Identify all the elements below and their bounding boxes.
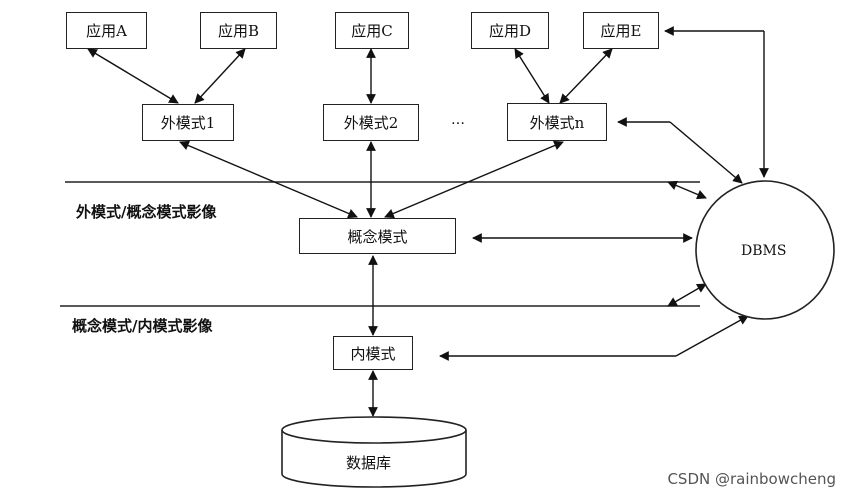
dbms-label: DBMS	[741, 243, 787, 259]
app-d-label: 应用D	[488, 22, 532, 40]
conceptual-schema-label: 概念模式	[347, 227, 408, 246]
external-schema-2-box: 外模式2	[323, 104, 419, 141]
app-c-label: 应用C	[351, 22, 393, 40]
app-a-label: 应用A	[86, 22, 127, 40]
arrow-mapline2-dbms	[667, 283, 707, 307]
arrow-appD-extn	[514, 48, 550, 104]
external-schema-n-box: 外模式n	[507, 103, 607, 141]
database-cylinder	[281, 416, 467, 488]
external-schema-2-label: 外模式2	[343, 114, 399, 132]
arrow-appB-ext1	[194, 48, 246, 104]
arrow-mapline1-dbms	[667, 180, 707, 200]
app-b-box: 应用B	[200, 12, 277, 49]
dbms-circle	[695, 180, 835, 320]
watermark: CSDN @rainbowcheng	[667, 470, 836, 488]
arrow-extn-dbms-diag	[669, 121, 743, 184]
arrow-appE-extn	[559, 48, 613, 104]
database-label: 数据库	[346, 454, 392, 472]
external-schema-1-box: 外模式1	[142, 104, 234, 141]
arrow-internal-dbms-rise	[675, 315, 749, 357]
internal-schema-box: 内模式	[333, 336, 413, 370]
external-schema-1-label: 外模式1	[160, 114, 216, 132]
ellipsis: …	[451, 112, 467, 128]
conceptual-internal-mapping-label: 概念模式/内模式影像	[72, 317, 213, 335]
app-e-box: 应用E	[583, 12, 659, 49]
app-b-label: 应用B	[217, 22, 260, 40]
arrow-ext1-conceptual	[179, 140, 358, 219]
app-a-box: 应用A	[66, 12, 147, 49]
arrow-extn-conceptual	[384, 140, 564, 219]
app-d-box: 应用D	[471, 12, 549, 49]
arrow-appA-ext1	[87, 48, 179, 104]
external-conceptual-mapping-label: 外模式/概念模式影像	[76, 203, 217, 221]
internal-schema-label: 内模式	[350, 344, 396, 363]
external-schema-n-label: 外模式n	[529, 113, 585, 132]
app-e-label: 应用E	[600, 22, 642, 40]
conceptual-schema-box: 概念模式	[299, 218, 456, 254]
app-c-box: 应用C	[335, 12, 409, 49]
